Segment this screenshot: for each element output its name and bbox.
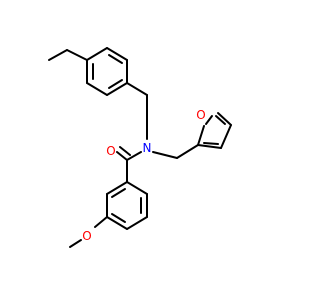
bond	[66, 49, 88, 61]
bond	[86, 47, 108, 61]
bond	[86, 82, 108, 96]
double-bond-inner	[215, 115, 226, 125]
benzyl-linker	[126, 82, 148, 140]
ethyl-group	[48, 49, 88, 61]
carbonyl-oxygen-label: O	[106, 144, 115, 158]
bond	[94, 216, 108, 228]
amide-nitrogen-label: N	[143, 141, 152, 155]
amide-group	[116, 146, 142, 183]
bond	[126, 151, 142, 161]
double-bond-inner	[108, 79, 123, 89]
molecule-structure-svg: O N O O	[0, 0, 300, 300]
bond	[197, 125, 205, 146]
bond	[217, 112, 232, 126]
bond	[106, 82, 128, 96]
double-bond-inner	[111, 213, 126, 223]
double-bond-inner	[119, 146, 131, 156]
methoxy-group	[69, 216, 108, 248]
furfuryl-group	[152, 112, 232, 159]
methoxyphenyl-ring	[106, 181, 148, 230]
bond	[126, 216, 148, 230]
bond	[106, 47, 128, 61]
bond	[220, 124, 232, 149]
diagram-background	[0, 0, 300, 300]
bond	[48, 49, 68, 61]
bond	[116, 151, 128, 161]
bond	[205, 115, 213, 125]
bond	[197, 144, 222, 149]
methoxy-oxygen-label: O	[82, 229, 91, 243]
bond	[106, 216, 128, 230]
bond	[152, 151, 178, 159]
bond	[126, 181, 148, 195]
molecule-diagram: O N O O	[0, 0, 300, 300]
bond	[176, 144, 199, 159]
double-bond-inner	[111, 188, 126, 198]
double-bond-inner	[108, 54, 123, 64]
bond	[126, 82, 148, 96]
bond	[69, 239, 82, 248]
bond	[106, 181, 128, 195]
ethylphenyl-ring	[86, 47, 128, 96]
double-bond-inner	[203, 142, 219, 145]
furan-oxygen-label: O	[196, 108, 205, 122]
